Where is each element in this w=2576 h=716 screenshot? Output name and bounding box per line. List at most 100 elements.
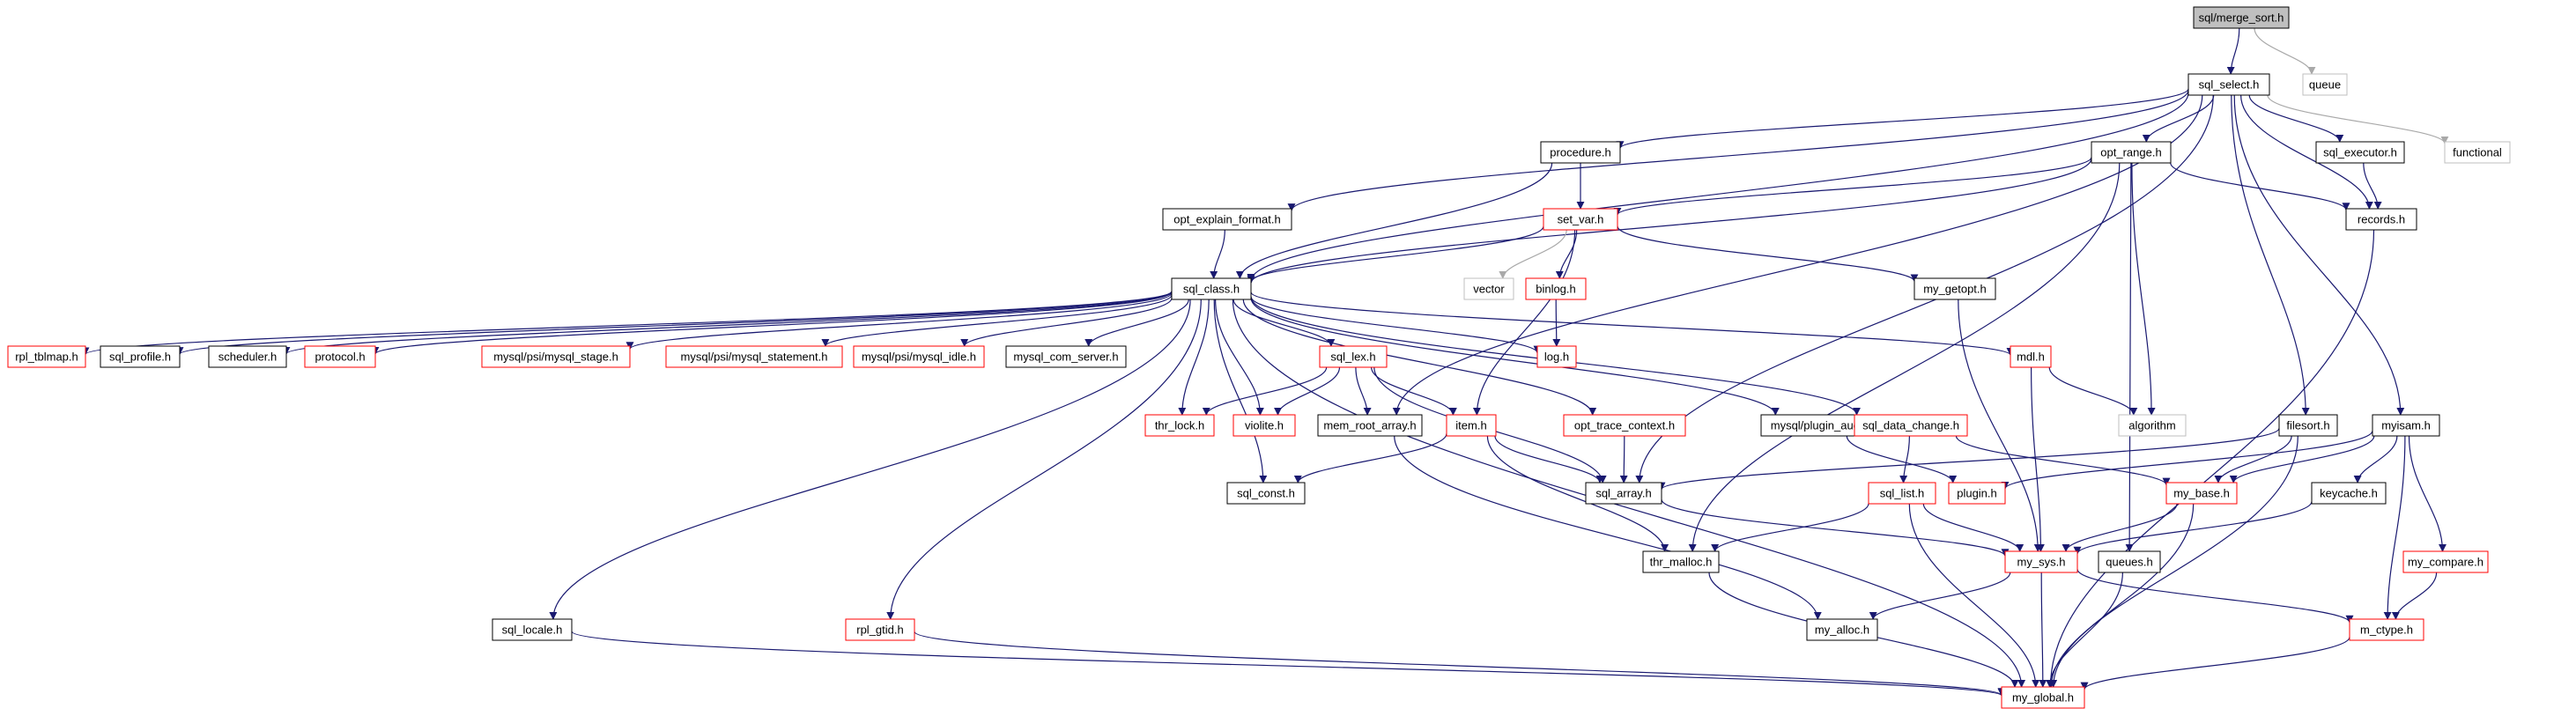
edge-opt_range-to-sql_class: [1247, 158, 2092, 284]
node-label: sql_data_change.h: [1862, 418, 1959, 432]
edge-sql_data_change-to-sql_list: [1899, 435, 1910, 483]
edge-opt_range-to-records: [2170, 162, 2350, 211]
node-my-alloc[interactable]: my_alloc.h: [1806, 618, 1878, 641]
node-rpl-gtid[interactable]: rpl_gtid.h: [845, 618, 915, 641]
node-protocol[interactable]: protocol.h: [304, 345, 376, 368]
edge-sql_class-to-mdl: [1250, 292, 2015, 356]
edge-myisam-to-m_ctype: [2383, 435, 2406, 620]
node-sql-array[interactable]: sql_array.h: [1585, 482, 1662, 505]
node-box: [2302, 73, 2348, 96]
node-label: binlog.h: [1536, 282, 1576, 295]
node-label: mysql/psi/mysql_idle.h: [862, 350, 976, 363]
node-rpl-tblmap[interactable]: rpl_tblmap.h: [7, 345, 86, 368]
node-label: sql_class.h: [1183, 282, 1240, 295]
node-sql-profile[interactable]: sql_profile.h: [100, 345, 181, 368]
node-scheduler[interactable]: scheduler.h: [208, 345, 287, 368]
edge-item-to-sql_array: [1494, 435, 1604, 483]
node-vector: vector: [1463, 277, 1514, 300]
edge-opt_explain_format-to-sql_class: [1210, 229, 1225, 279]
node-box: [481, 345, 631, 368]
node-box: [2278, 414, 2338, 437]
node-opt-explain-format[interactable]: opt_explain_format.h: [1162, 208, 1292, 231]
node-label: mysql/plugin_audit.h: [1771, 418, 1876, 432]
node-label: vector: [1473, 282, 1505, 295]
node-box: [1319, 345, 1388, 368]
node-box: [2187, 73, 2270, 96]
node-keycache[interactable]: keycache.h: [2311, 482, 2387, 505]
edge-my_compare-to-m_ctype: [2391, 572, 2438, 620]
node-label: mysql/psi/mysql_stage.h: [493, 350, 618, 363]
node-log[interactable]: log.h: [1536, 345, 1577, 368]
node-my-getopt[interactable]: my_getopt.h: [1913, 277, 1996, 300]
edge-sql_select-to-functional: [2267, 94, 2449, 144]
node-psi-stage[interactable]: mysql/psi/mysql_stage.h: [481, 345, 631, 368]
node-plugin[interactable]: plugin.h: [1948, 482, 2006, 505]
node-label: item.h: [1455, 418, 1486, 432]
edge-queues-to-my_global: [2046, 572, 2123, 688]
node-filesort[interactable]: filesort.h: [2278, 414, 2338, 437]
node-procedure[interactable]: procedure.h: [1540, 141, 1621, 164]
node-label: sql_list.h: [1880, 486, 1925, 499]
node-box: [2118, 414, 2187, 437]
node-box: [1854, 414, 1968, 437]
node-label: sql_select.h: [2199, 78, 2260, 91]
node-sql-executor[interactable]: sql_executor.h: [2315, 141, 2405, 164]
node-thr-lock[interactable]: thr_lock.h: [1144, 414, 1215, 437]
node-label: rpl_gtid.h: [856, 623, 903, 636]
node-psi-statement[interactable]: mysql/psi/mysql_statement.h: [665, 345, 843, 368]
node-records[interactable]: records.h: [2345, 208, 2417, 231]
node-binlog[interactable]: binlog.h: [1525, 277, 1587, 300]
node-sql-lex[interactable]: sql_lex.h: [1319, 345, 1388, 368]
node-my-compare[interactable]: my_compare.h: [2402, 550, 2489, 573]
node-sql-class[interactable]: sql_class.h: [1171, 277, 1252, 300]
node-box: [853, 345, 985, 368]
node-queues[interactable]: queues.h: [2098, 550, 2161, 573]
edge-mem_root_array-to-my_alloc: [1394, 435, 1822, 620]
edge-sql_class-to-psi_statement: [821, 294, 1173, 347]
edge-opt_range-to-algorithm: [2131, 162, 2156, 416]
node-set-var[interactable]: set_var.h: [1543, 208, 1618, 231]
edge-sql_select-to-opt_range: [2142, 94, 2215, 143]
node-box: [1642, 550, 1720, 573]
node-violite[interactable]: violite.h: [1232, 414, 1296, 437]
node-thr-malloc[interactable]: thr_malloc.h: [1642, 550, 1720, 573]
node-psi-idle[interactable]: mysql/psi/mysql_idle.h: [853, 345, 985, 368]
node-label: plugin.h: [1957, 486, 1997, 499]
node-opt-range[interactable]: opt_range.h: [2091, 141, 2172, 164]
node-myisam[interactable]: myisam.h: [2372, 414, 2440, 437]
node-box: [1536, 345, 1577, 368]
node-label: sql_array.h: [1595, 486, 1651, 499]
node-label: sql_lex.h: [1330, 350, 1375, 363]
node-sql-data-change[interactable]: sql_data_change.h: [1854, 414, 1968, 437]
node-label: algorithm: [2128, 418, 2175, 432]
node-my-sys[interactable]: my_sys.h: [2004, 550, 2078, 573]
node-sql-locale[interactable]: sql_locale.h: [492, 618, 573, 641]
edge-sql_class-to-opt_trace_context: [1242, 299, 1597, 416]
edge-myisam-to-plugin: [2001, 430, 2373, 490]
node-item[interactable]: item.h: [1446, 414, 1497, 437]
node-m-ctype[interactable]: m_ctype.h: [2349, 618, 2424, 641]
edge-sql_locale-to-my_global: [571, 631, 2005, 697]
edge-sql_class-to-thr_lock: [1178, 299, 1210, 416]
node-mdl[interactable]: mdl.h: [2010, 345, 2052, 368]
node-box: [2402, 550, 2489, 573]
node-box: [1948, 482, 2006, 505]
edge-sql_class-to-psi_stage: [625, 292, 1173, 351]
edge-plugin_audit-to-plugin: [1846, 435, 1958, 483]
node-label: procedure.h: [1550, 145, 1610, 159]
edge-opt_trace_context-to-sql_array: [1619, 435, 1628, 483]
node-sql-list[interactable]: sql_list.h: [1868, 482, 1936, 505]
node-opt-trace-context[interactable]: opt_trace_context.h: [1563, 414, 1686, 437]
node-my-global[interactable]: my_global.h: [2001, 686, 2085, 709]
node-mem-root-array[interactable]: mem_root_array.h: [1317, 414, 1423, 437]
node-box: [2165, 482, 2238, 505]
edge-my_base-to-my_sys: [2062, 503, 2178, 552]
node-box: [2091, 141, 2172, 164]
node-sql-select[interactable]: sql_select.h: [2187, 73, 2270, 96]
node-my-base[interactable]: my_base.h: [2165, 482, 2238, 505]
node-com-server[interactable]: mysql_com_server.h: [1005, 345, 1127, 368]
edge-sql_class-to-sql_profile: [175, 291, 1173, 356]
node-sql-const[interactable]: sql_const.h: [1226, 482, 1306, 505]
node-label: protocol.h: [315, 350, 365, 363]
edge-sql_class-to-rpl_tblmap: [81, 291, 1173, 356]
